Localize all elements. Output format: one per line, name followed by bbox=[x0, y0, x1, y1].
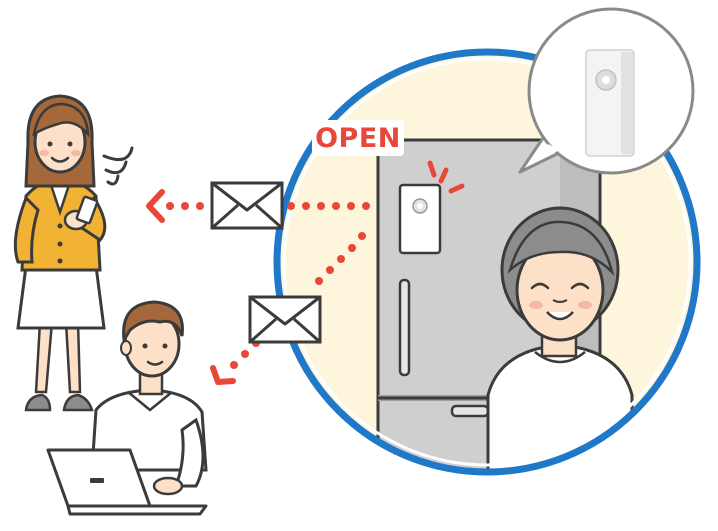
open-label-text: OPEN bbox=[315, 123, 401, 154]
sensor-closeup-icon bbox=[585, 49, 635, 157]
notification-path-top bbox=[166, 202, 370, 210]
signal-waves-icon bbox=[102, 146, 134, 186]
man-with-laptop bbox=[90, 300, 208, 496]
woman-with-phone bbox=[13, 94, 107, 412]
speech-bubble-icon bbox=[518, 7, 695, 175]
open-label: OPEN bbox=[312, 120, 404, 156]
mail-envelope-icon bbox=[248, 295, 322, 344]
alert-burst-icon bbox=[427, 160, 465, 194]
mail-envelope-icon bbox=[210, 181, 284, 230]
notification-path-bottom bbox=[230, 232, 366, 369]
arrow-down-left-icon bbox=[210, 365, 236, 385]
smartphone-icon bbox=[75, 195, 99, 225]
elderly-woman bbox=[486, 206, 634, 472]
arrow-left-icon bbox=[146, 189, 165, 223]
scene-circle-border bbox=[273, 48, 701, 476]
scene-circle-inner-ring bbox=[282, 57, 692, 467]
laptop-icon bbox=[46, 448, 208, 516]
door-sensor-icon bbox=[398, 183, 442, 255]
